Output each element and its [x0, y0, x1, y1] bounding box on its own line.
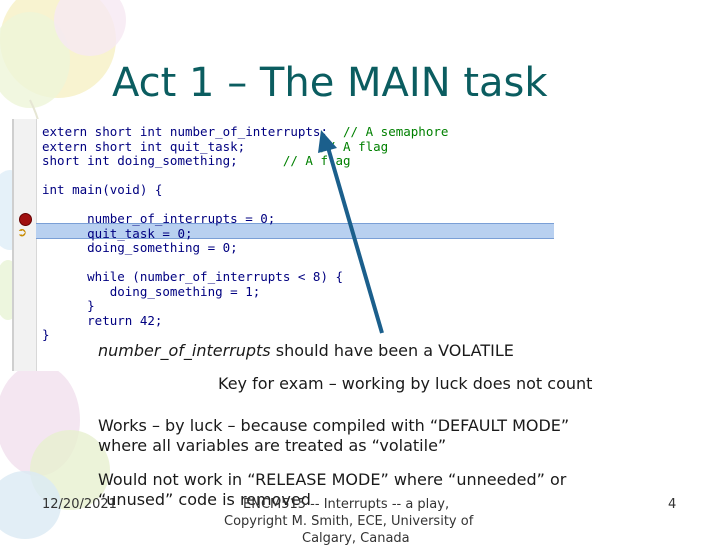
- code-text: quit_task = 0;: [42, 225, 193, 241]
- code-line: extern short int number_of_interrupts; /…: [42, 124, 448, 139]
- code-text: extern short int number_of_interrupts;: [42, 124, 328, 139]
- code-line: doing_something = 1;: [42, 283, 261, 299]
- would-note-line2: “unused” code is removed: [98, 490, 311, 509]
- volatile-note-text: should have been a VOLATILE: [270, 341, 514, 360]
- editor-gutter: [14, 119, 37, 371]
- code-comment: // A flag: [245, 138, 389, 154]
- code-text: }: [42, 327, 50, 342]
- footer-date: 12/20/2021: [42, 497, 117, 512]
- slide-title: Act 1 – The MAIN task: [112, 60, 548, 106]
- execution-pointer-icon: ➲: [17, 225, 28, 239]
- works-note-line2: where all variables are treated as “vola…: [98, 436, 447, 455]
- code-line: int main(void) {: [42, 182, 162, 197]
- code-line: doing_something = 0;: [42, 240, 238, 255]
- current-line-highlight: [36, 223, 554, 239]
- works-note-line1: Works – by luck – because compiled with …: [98, 416, 570, 435]
- code-text: extern short int quit_task;: [42, 138, 246, 154]
- code-line: short int doing_something; // A flag: [42, 153, 351, 168]
- code-line: }: [42, 327, 50, 342]
- code-text: doing_something = 1;: [42, 283, 261, 299]
- would-note-line1: Would not work in “RELEASE MODE” where “…: [98, 470, 567, 489]
- code-line: while (number_of_interrupts < 8) {: [42, 269, 343, 284]
- code-line: return 42;: [42, 313, 162, 328]
- volatile-note-variable: number_of_interrupts: [98, 341, 271, 360]
- code-line: number_of_interrupts = 0;: [42, 211, 275, 226]
- key-note: Key for exam – working by luck does not …: [218, 374, 593, 393]
- page-number: 4: [668, 497, 677, 512]
- code-text: }: [42, 298, 95, 313]
- volatile-note: number_of_interrupts should have been a …: [98, 341, 514, 361]
- code-text: int main(void) {: [42, 182, 163, 197]
- code-text: short int doing_something;: [42, 153, 238, 168]
- footer-credit-line1: ENCM515 -- Interrupts -- a play,: [243, 497, 450, 512]
- footer-credit-line3: Calgary, Canada: [302, 531, 410, 546]
- code-text: number_of_interrupts = 0;: [42, 211, 276, 226]
- footer-credit-line2: Copyright M. Smith, ECE, University of: [224, 514, 474, 529]
- breakpoint-icon[interactable]: [19, 213, 32, 226]
- code-comment: // A flag: [237, 153, 351, 168]
- code-text: return 42;: [42, 312, 163, 328]
- code-line: }: [42, 298, 95, 313]
- code-line: extern short int quit_task; // A flag: [42, 139, 388, 154]
- code-comment: // A semaphore: [327, 124, 449, 139]
- code-text: while (number_of_interrupts < 8) {: [42, 269, 344, 284]
- code-editor: ➲ extern short int number_of_interrupts;…: [12, 119, 554, 371]
- code-line: quit_task = 0;: [42, 225, 193, 241]
- code-text: doing_something = 0;: [42, 240, 238, 255]
